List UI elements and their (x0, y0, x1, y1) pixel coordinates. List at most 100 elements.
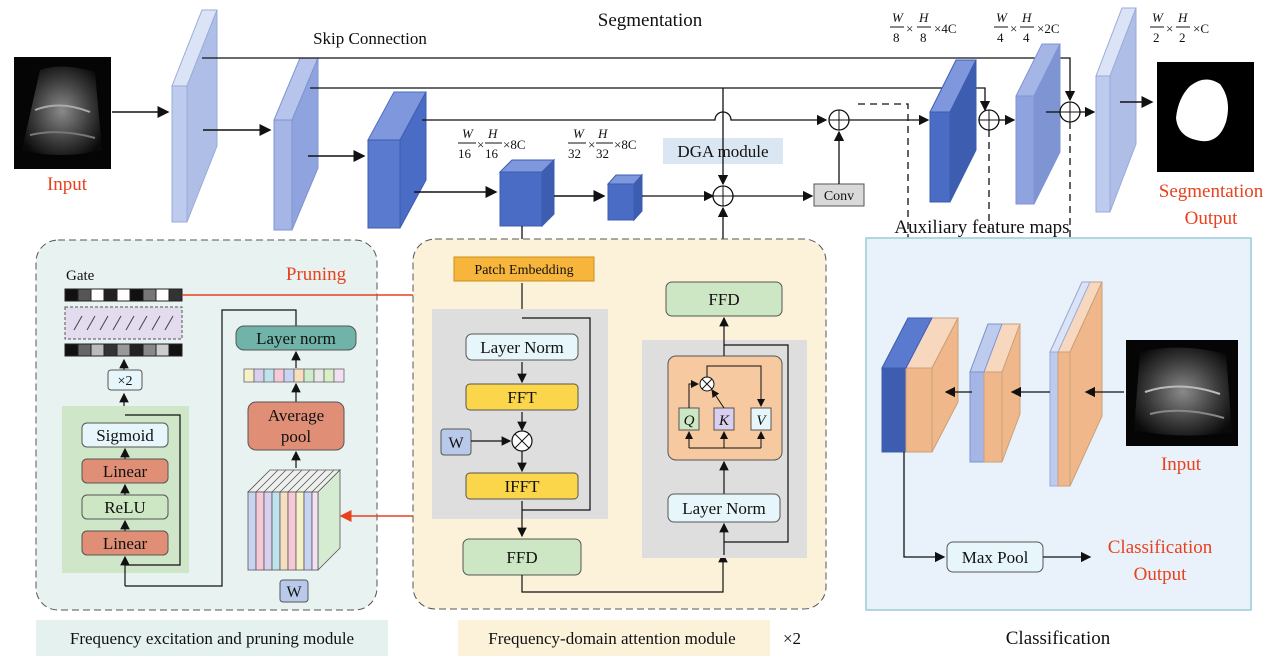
fda-layer-norm-label-1: Layer Norm (480, 338, 564, 357)
k-label: K (718, 413, 730, 429)
gate-bottom-bar (64, 343, 183, 357)
svg-text:16: 16 (458, 146, 472, 161)
svg-text:H: H (597, 126, 608, 141)
svg-text:×C: ×C (1193, 21, 1209, 36)
relu-label: ReLU (104, 498, 146, 517)
decoder-block-3 (1095, 7, 1137, 213)
average-pool-line2: pool (281, 427, 312, 446)
encoder-block-4 (498, 158, 556, 228)
svg-text:H: H (487, 126, 498, 141)
dim-label-3: W 8 × H 8 ×4C (890, 10, 957, 45)
patch-embedding-box (453, 256, 595, 282)
decoder-block-2 (1015, 43, 1061, 205)
auxiliary-feature-maps-label: Auxiliary feature maps (894, 217, 1069, 238)
sigmoid-label: Sigmoid (96, 426, 154, 445)
linear-label-2: Linear (103, 534, 148, 553)
average-pool-box (247, 401, 345, 451)
dim-label-4: W 4 × H 4 ×2C (994, 10, 1060, 45)
fda-repeat-label: ×2 (783, 629, 801, 648)
classification-output-line2: Output (1134, 564, 1188, 585)
svg-text:8: 8 (920, 30, 927, 45)
input-ultrasound-image (14, 57, 111, 169)
ifft-box (465, 472, 579, 500)
fda-caption: Frequency-domain attention module (488, 629, 735, 648)
pruning-w-label: W (286, 584, 302, 601)
input-label: Input (47, 174, 88, 195)
layer-norm-box (235, 325, 357, 351)
svg-text:×: × (588, 137, 595, 152)
patch-embedding-label: Patch Embedding (474, 263, 573, 278)
svg-text:4: 4 (997, 30, 1004, 45)
fft-box (465, 383, 579, 411)
pruning-w-box (279, 579, 309, 603)
svg-text:4: 4 (1023, 30, 1030, 45)
gate-label: Gate (66, 268, 95, 284)
svg-text:×: × (1010, 21, 1017, 36)
segmentation-mask-shape (1176, 79, 1228, 142)
max-pool-label: Max Pool (962, 548, 1029, 567)
svg-text:W: W (462, 126, 474, 141)
classification-caption: Classification (1006, 628, 1111, 649)
fft-label: FFT (507, 388, 537, 407)
gate-switches (73, 315, 174, 331)
q-label: Q (684, 413, 695, 429)
encoder-block-5 (606, 173, 644, 222)
segmentation-output-line2: Output (1185, 208, 1239, 229)
svg-text:×: × (1166, 21, 1173, 36)
layer-norm-label: Layer norm (256, 329, 336, 348)
svg-text:W: W (892, 10, 904, 25)
svg-text:W: W (1152, 10, 1164, 25)
sigmoid-box (81, 422, 169, 448)
segmentation-title: Segmentation (598, 10, 703, 31)
gate-switch-box (64, 306, 183, 340)
average-pool-line1: Average (268, 406, 324, 425)
svg-text:H: H (1021, 10, 1032, 25)
times2-box (107, 369, 143, 391)
fda-layer-norm-label-2: Layer Norm (682, 499, 766, 518)
fda-w-box (440, 428, 472, 456)
fda-layer-norm-box-1 (465, 333, 579, 361)
svg-text:×8C: ×8C (503, 137, 526, 152)
svg-text:H: H (1177, 10, 1188, 25)
svg-text:×4C: ×4C (934, 21, 957, 36)
encoder-block-2 (273, 57, 319, 231)
encoder-block-1 (171, 9, 218, 223)
svg-text:W: W (996, 10, 1008, 25)
fda-ffd-box-2 (665, 281, 783, 317)
gate-top-bar (64, 288, 183, 302)
svg-text:H: H (918, 10, 929, 25)
fda-ffd-label-1: FFD (506, 548, 537, 567)
fda-caption-box (458, 620, 770, 656)
svg-text:2: 2 (1153, 30, 1160, 45)
fda-layer-norm-box-2 (667, 493, 781, 523)
pooled-vector (243, 368, 345, 383)
v-box (750, 407, 772, 431)
svg-text:×2C: ×2C (1037, 21, 1060, 36)
fda-ffd-label-2: FFD (708, 290, 739, 309)
v-label: V (756, 413, 767, 429)
svg-text:32: 32 (568, 146, 581, 161)
cls-feature-block-1 (881, 317, 959, 453)
classification-output-line1: Classification (1108, 537, 1213, 558)
dim-label-1: W 16 × H 16 ×8C (458, 126, 526, 161)
dim-label-2: W 32 × H 32 ×8C (568, 126, 637, 161)
encoder-block-3 (367, 91, 427, 229)
svg-text:×: × (477, 137, 484, 152)
skip-connection-label: Skip Connection (313, 29, 427, 48)
pruning-caption: Frequency excitation and pruning module (70, 629, 354, 648)
pruning-title: Pruning (286, 264, 347, 285)
ifft-label: IFFT (505, 477, 541, 496)
fda-w-label: W (448, 435, 464, 452)
decoder-block-1 (929, 59, 977, 203)
svg-text:2: 2 (1179, 30, 1186, 45)
svg-text:×: × (906, 21, 913, 36)
conv-label: Conv (824, 189, 854, 204)
cls-input-label: Input (1161, 454, 1202, 475)
feature-cube (247, 469, 341, 571)
segmentation-output-line1: Segmentation (1159, 181, 1264, 202)
cls-input-ultrasound-image (1126, 340, 1238, 446)
linear-label-1: Linear (103, 462, 148, 481)
times2-label: ×2 (118, 374, 133, 389)
cls-feature-block-3 (1049, 281, 1103, 487)
